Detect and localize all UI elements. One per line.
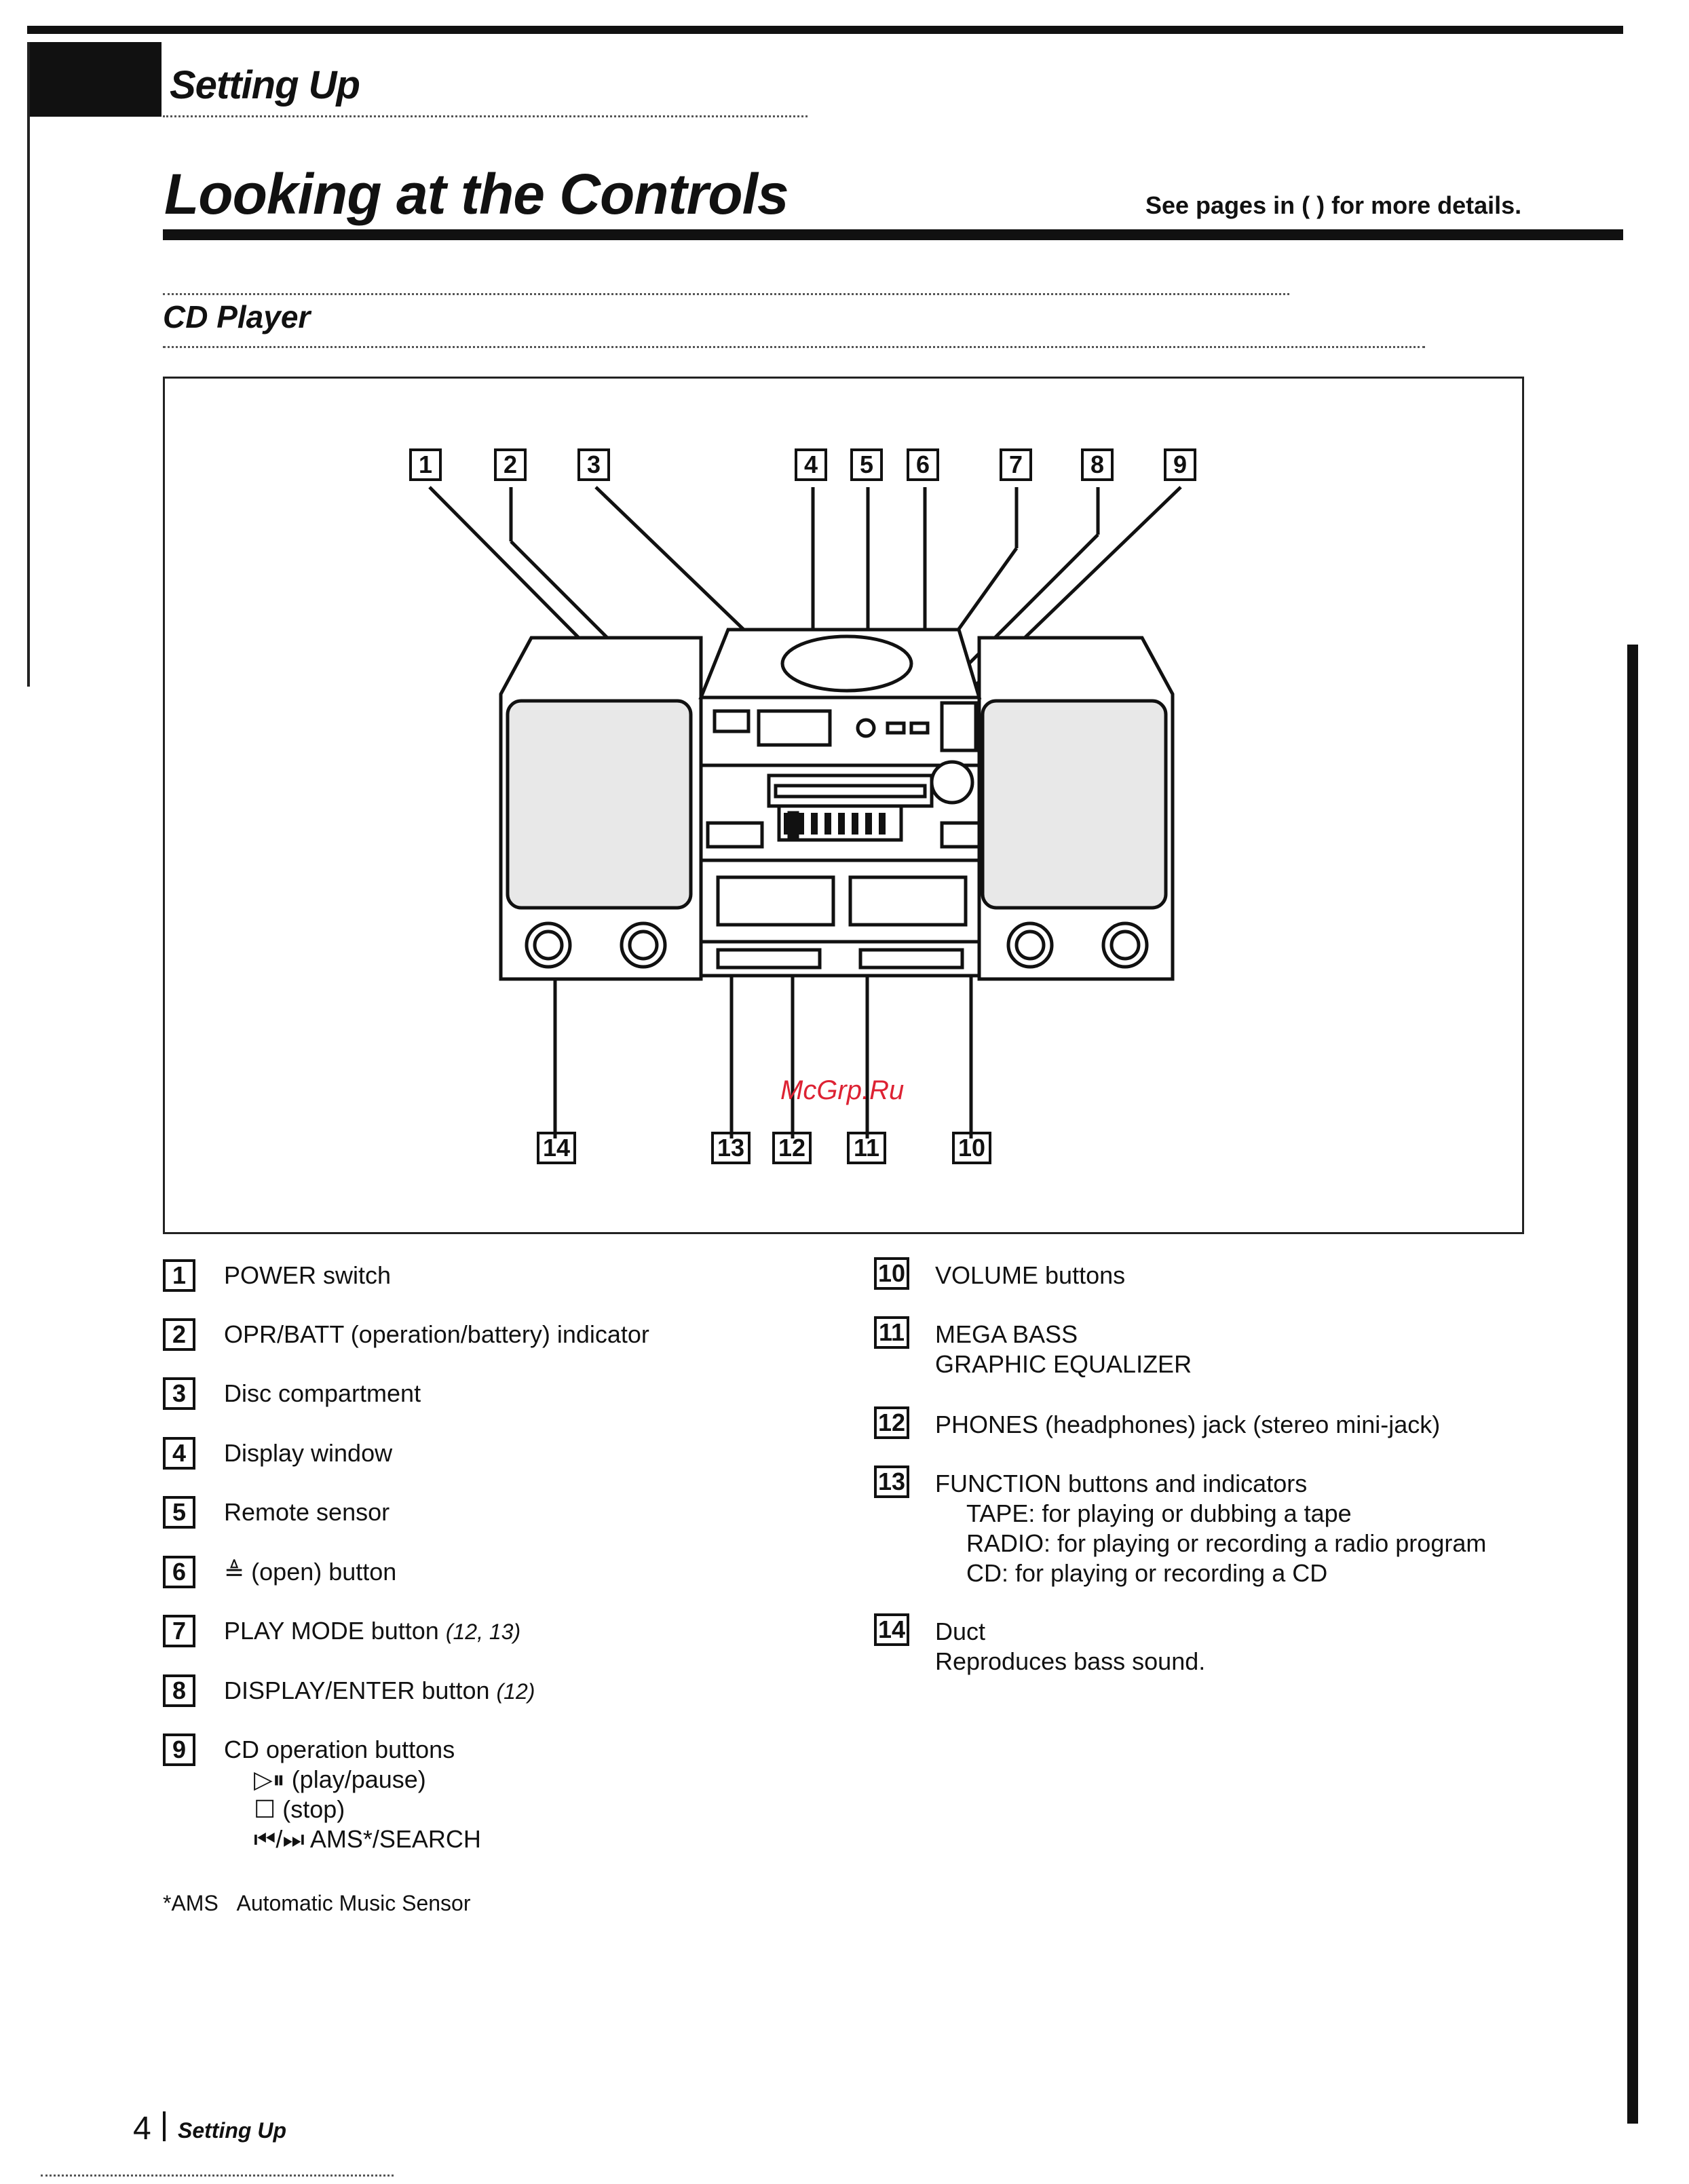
figure-frame: 1 2 3 4 5 6 7 8 9 14 13 12 11 10 xyxy=(163,377,1524,1234)
section-tab xyxy=(27,42,162,117)
callout-3: 3 xyxy=(577,448,610,481)
item-num-3: 3 xyxy=(163,1377,195,1410)
item-label-6: ≜ (open) button xyxy=(224,1557,396,1587)
callout-5: 5 xyxy=(850,448,883,481)
dotted-rule xyxy=(163,115,808,119)
item-label-9: CD operation buttons ▷⏸ (play/pause) ☐ (… xyxy=(224,1736,481,1853)
footer-bar xyxy=(163,2111,166,2141)
item-num-11: 11 xyxy=(874,1316,909,1349)
item-num-9: 9 xyxy=(163,1733,195,1766)
see-pages-note: See pages in ( ) for more details. xyxy=(1145,191,1522,219)
watermark: McGrp.Ru xyxy=(780,1075,905,1105)
page-title: Looking at the Controls xyxy=(164,162,789,226)
callout-4: 4 xyxy=(795,448,827,481)
callout-14: 14 xyxy=(537,1132,576,1164)
heavy-rule xyxy=(163,229,1623,240)
item-num-14: 14 xyxy=(874,1613,909,1646)
eject-icon: ≜ (open) button xyxy=(224,1558,397,1586)
callout-6: 6 xyxy=(907,448,939,481)
callout-1: 1 xyxy=(409,448,442,481)
callout-10: 10 xyxy=(952,1132,991,1164)
cd-player-illustration xyxy=(428,486,1182,1138)
item-num-7: 7 xyxy=(163,1615,195,1647)
callout-12: 12 xyxy=(772,1132,812,1164)
dotted-rule xyxy=(41,2175,394,2179)
dotted-rule xyxy=(163,346,1425,350)
subsection-title: CD Player xyxy=(163,299,311,334)
item-label-2: OPR/BATT (operation/battery) indicator xyxy=(224,1320,649,1348)
callout-11: 11 xyxy=(847,1132,886,1164)
item-num-5: 5 xyxy=(163,1496,195,1529)
callout-2: 2 xyxy=(494,448,527,481)
callout-8: 8 xyxy=(1081,448,1114,481)
top-rule xyxy=(27,26,1623,34)
item-num-10: 10 xyxy=(874,1257,909,1290)
callout-7: 7 xyxy=(1000,448,1032,481)
left-rule xyxy=(27,42,30,687)
item-label-1: POWER switch xyxy=(224,1261,392,1289)
item-label-10: VOLUME buttons xyxy=(935,1261,1126,1289)
item-num-2: 2 xyxy=(163,1318,195,1351)
cd-op-play-pause: ▷⏸ (play/pause) xyxy=(254,1765,426,1793)
item-label-14: Duct Reproduces bass sound. xyxy=(935,1617,1206,1675)
cd-op-ams-search: ⏮/⏭ AMS*/SEARCH xyxy=(254,1825,481,1853)
right-rule xyxy=(1627,645,1638,2124)
section-title: Setting Up xyxy=(170,63,360,107)
item-num-8: 8 xyxy=(163,1674,195,1707)
item-num-13: 13 xyxy=(874,1465,909,1498)
item-num-1: 1 xyxy=(163,1259,195,1292)
item-label-4: Display window xyxy=(224,1439,393,1467)
function-tape: TAPE: for playing or dubbing a tape xyxy=(966,1499,1352,1527)
item-label-11: MEGA BASS GRAPHIC EQUALIZER xyxy=(935,1320,1192,1378)
item-label-7: PLAY MODE button (12, 13) xyxy=(224,1617,521,1645)
boombox-body xyxy=(499,628,1175,981)
dotted-rule xyxy=(163,293,1289,297)
item-label-13: FUNCTION buttons and indicators TAPE: fo… xyxy=(935,1470,1487,1587)
item-num-6: 6 xyxy=(163,1556,195,1588)
function-cd: CD: for playing or recording a CD xyxy=(966,1559,1328,1587)
item-num-4: 4 xyxy=(163,1437,195,1470)
function-radio: RADIO: for playing or recording a radio … xyxy=(966,1529,1487,1557)
equalizer-display xyxy=(784,813,886,835)
cd-op-stop: ☐ (stop) xyxy=(254,1795,345,1823)
item-label-3: Disc compartment xyxy=(224,1379,421,1407)
item-label-5: Remote sensor xyxy=(224,1498,390,1526)
item-label-12: PHONES (headphones) jack (stereo mini-ja… xyxy=(935,1411,1441,1438)
callout-13: 13 xyxy=(711,1132,751,1164)
item-num-12: 12 xyxy=(874,1406,909,1439)
item-label-8: DISPLAY/ENTER button (12) xyxy=(224,1677,535,1704)
page-number: 4 xyxy=(133,2111,151,2147)
footnote: *AMS Automatic Music Sensor xyxy=(163,1891,471,1915)
footer-section: Setting Up xyxy=(178,2118,286,2143)
callout-9: 9 xyxy=(1164,448,1196,481)
